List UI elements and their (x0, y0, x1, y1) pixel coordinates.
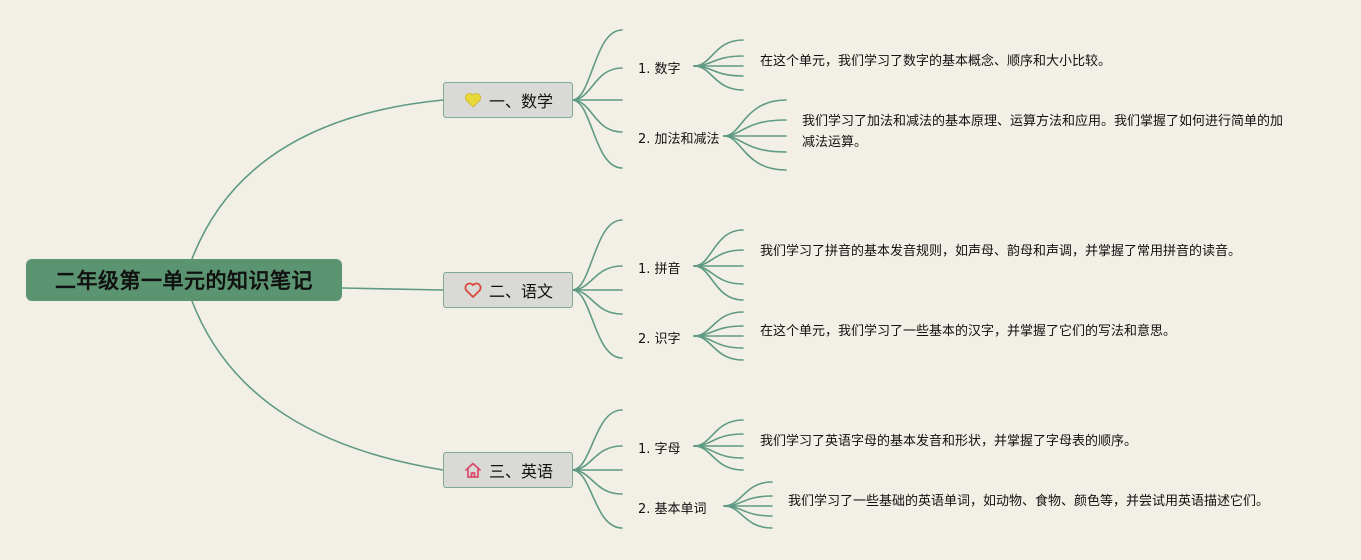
root-to-math-line (191, 99, 444, 260)
math-add-sub-note-fan-4 (723, 135, 787, 171)
root-to-chinese-line (341, 287, 444, 291)
math-fan-0 (571, 29, 623, 101)
root-topic-label: 二年级第一单元的知识笔记 (55, 269, 313, 293)
note-chinese-characters[interactable]: 在这个单元，我们学习了一些基本的汉字，并掌握了它们的写法和意思。 (760, 324, 1177, 339)
branch-english[interactable]: 三、英语 (443, 452, 573, 488)
math-add-sub-note-fan-3 (723, 135, 787, 153)
math-add-sub-note-fan-1 (723, 119, 787, 137)
english-fan-0 (571, 409, 623, 471)
note-math-add-sub[interactable]: 我们学习了加法和减法的基本原理、运算方法和应用。我们掌握了如何进行简单的加减法运… (802, 114, 1284, 150)
topic-chinese-pinyin[interactable]: 1. 拼音 (638, 262, 681, 277)
topic-english-words[interactable]: 2. 基本单词 (638, 502, 707, 517)
branch-math-label: 一、数学 (488, 92, 553, 111)
note-english-letters[interactable]: 我们学习了英语字母的基本发音和形状，并掌握了字母表的顺序。 (760, 434, 1138, 449)
branch-math[interactable]: 一、数学 (443, 82, 573, 118)
house-icon (463, 460, 483, 480)
chinese-fan-0 (571, 219, 623, 291)
math-add-sub-note-fan-0 (723, 99, 787, 137)
topic-math-numbers[interactable]: 1. 数字 (638, 62, 681, 77)
heart-solid-icon (463, 90, 483, 110)
math-numbers-note-fan-0 (693, 39, 744, 67)
note-english-words[interactable]: 我们学习了一些基础的英语单词，如动物、食物、颜色等，并尝试用英语描述它们。 (788, 494, 1270, 509)
english-letters-note-fan-4 (693, 445, 744, 471)
root-topic[interactable]: 二年级第一单元的知识笔记 (26, 259, 342, 301)
math-fan-4 (571, 99, 623, 169)
chinese-characters-note-fan-1 (693, 325, 744, 337)
chinese-characters-note-fan-4 (693, 335, 744, 361)
chinese-characters-note-fan-0 (693, 311, 744, 337)
chinese-pinyin-note-fan-0 (693, 229, 744, 267)
english-words-note-fan-1 (723, 495, 773, 507)
note-math-numbers[interactable]: 在这个单元，我们学习了数字的基本概念、顺序和大小比较。 (760, 54, 1112, 69)
branch-chinese-label: 二、语文 (488, 282, 553, 301)
math-fan-1 (571, 67, 623, 101)
english-words-note-fan-0 (723, 481, 773, 507)
topic-chinese-characters[interactable]: 2. 识字 (638, 332, 681, 347)
topic-math-add-sub[interactable]: 2. 加法和减法 (638, 132, 720, 147)
root-to-english-line (191, 300, 444, 471)
chinese-pinyin-note-fan-4 (693, 265, 744, 301)
math-numbers-note-fan-1 (693, 55, 744, 67)
note-chinese-pinyin[interactable]: 我们学习了拼音的基本发音规则，如声母、韵母和声调，并掌握了常用拼音的读音。 (760, 244, 1242, 259)
topic-english-letters[interactable]: 1. 字母 (638, 442, 681, 457)
branch-chinese[interactable]: 二、语文 (443, 272, 573, 308)
chinese-fan-3 (571, 289, 623, 315)
english-words-note-fan-4 (723, 505, 773, 529)
heart-outline-icon (463, 280, 483, 300)
english-letters-note-fan-0 (693, 419, 744, 447)
english-fan-4 (571, 469, 623, 529)
math-numbers-note-fan-4 (693, 65, 744, 91)
chinese-fan-4 (571, 289, 623, 359)
branch-english-label: 三、英语 (488, 462, 553, 481)
